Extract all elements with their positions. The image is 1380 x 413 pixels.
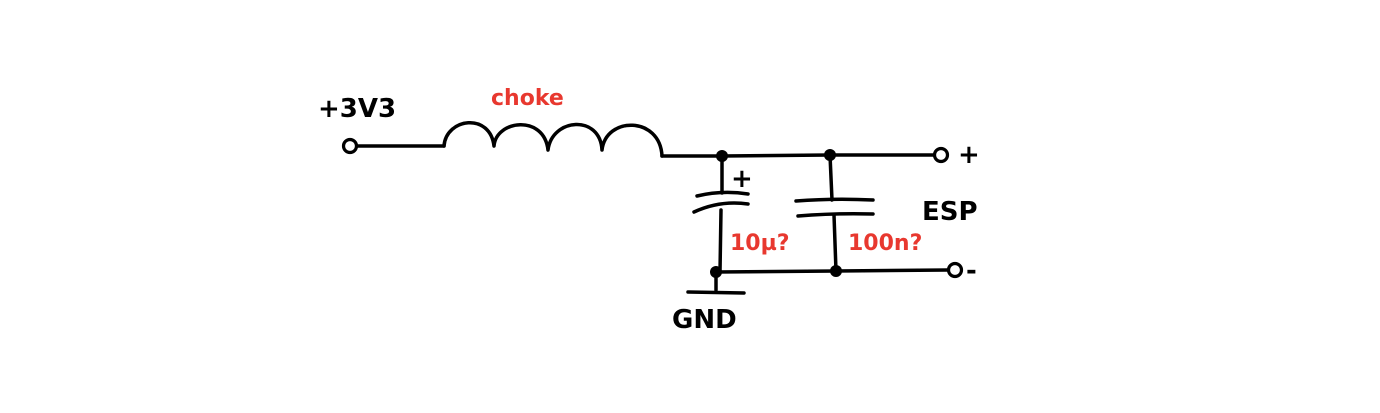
ceramic-capacitor [794, 153, 875, 273]
junction-dot [830, 265, 842, 277]
electrolytic-capacitor [692, 154, 750, 274]
output-positive-label: + [958, 140, 980, 170]
ceramic-value-label: 100n? [848, 231, 922, 256]
junction-dot [824, 149, 836, 161]
choke-inductor [442, 120, 664, 158]
junction-dot [716, 150, 728, 162]
top-rail [660, 153, 936, 158]
output-negative-terminal [946, 261, 964, 279]
output-positive-terminal [932, 146, 950, 164]
junction-dot [710, 266, 722, 278]
input-terminal [341, 137, 359, 155]
choke-label: choke [491, 86, 564, 111]
electrolytic-value-label: 10µ? [730, 231, 790, 256]
capacitor-polarity-mark: + [731, 164, 753, 194]
ground-label: GND [672, 305, 737, 335]
ground-bar [686, 290, 746, 295]
supply-label: +3V3 [318, 94, 396, 124]
load-label: ESP [922, 197, 978, 227]
output-negative-label: - [966, 256, 977, 286]
